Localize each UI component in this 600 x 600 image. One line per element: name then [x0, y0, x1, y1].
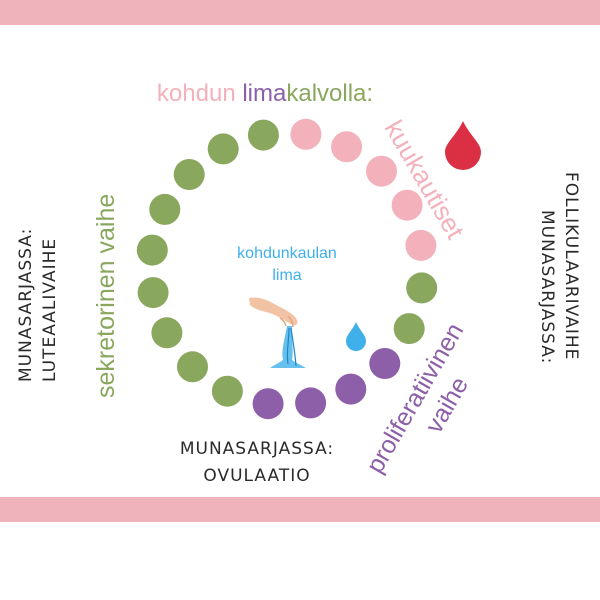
cycle-day-20-circle [247, 119, 279, 151]
cycle-day-19-circle [207, 133, 239, 165]
bottom-band [0, 497, 600, 522]
cycle-day-2-circle [331, 131, 363, 163]
cycle-day-5-circle [405, 229, 437, 261]
cycle-day-9-circle [335, 373, 367, 405]
cycle-day-3-circle [366, 155, 397, 187]
title-part-kalvolla: kalvolla: [286, 80, 373, 107]
cycle-day-4-circle [391, 189, 423, 221]
cycle-day-10-circle [295, 387, 327, 419]
label-secretory-phase: sekretorinen vaihe [92, 194, 120, 398]
cycle-day-7-circle [393, 313, 425, 345]
water-drop-icon [346, 322, 366, 351]
diagram-title: kohdun limakalvolla: [157, 80, 373, 107]
cycle-day-13-circle [177, 351, 208, 383]
label-cervical-mucus-line1: kohdunkaulan [237, 245, 337, 262]
ovary-follicular-line1: MUNASARJASSA: [537, 210, 557, 364]
cycle-day-ring [136, 118, 438, 420]
cycle-day-14-circle [151, 317, 183, 349]
ovary-ovulation-line1: MUNASARJASSA: [180, 439, 334, 459]
hand-mucus-icon [249, 297, 306, 368]
label-cervical-mucus-line2: lima [272, 267, 301, 284]
ovary-luteal-line1: MUNASARJASSA: [16, 228, 36, 382]
cycle-day-6-circle [406, 272, 438, 304]
cycle-day-11-circle [252, 388, 284, 420]
cycle-day-12-circle [211, 375, 243, 407]
cycle-day-17-circle [149, 193, 181, 225]
ovary-follicular-line2: FOLLIKULAARIVAIHE [561, 172, 581, 360]
ovary-ovulation-line2: OVULAATIO [203, 466, 310, 486]
cycle-day-16-circle [136, 234, 168, 266]
top-band [0, 0, 600, 25]
cycle-day-15-circle [137, 277, 169, 309]
cycle-day-8-circle [369, 348, 401, 379]
blood-drop-icon [445, 121, 481, 170]
cycle-day-1-circle [290, 118, 322, 150]
title-part-kohdun: kohdun [157, 80, 242, 107]
cycle-day-18-circle [173, 159, 205, 190]
title-part-lima: lima [242, 80, 287, 107]
ovary-luteal-line2: LUTEAALIVAIHE [40, 238, 60, 382]
